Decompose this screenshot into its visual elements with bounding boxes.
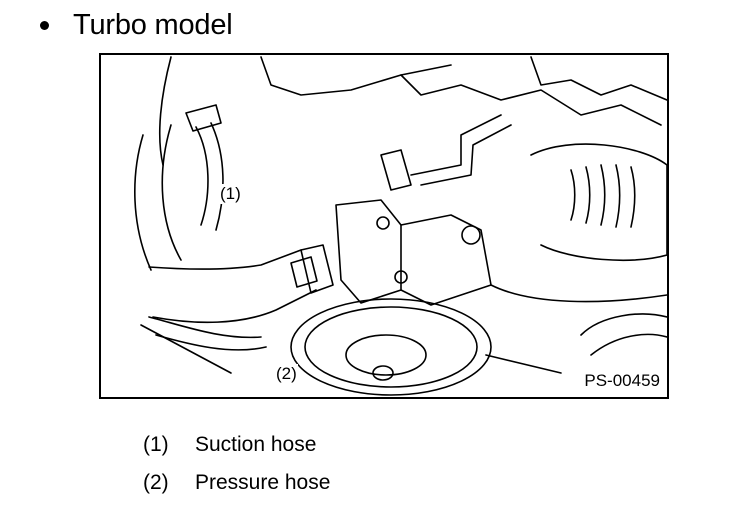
- alternator-fins: [570, 164, 636, 228]
- legend-number: (2): [143, 471, 169, 494]
- bracket-bolt-1: [376, 216, 390, 230]
- pulley-leader: [485, 354, 562, 374]
- hose-fitting-ring: [290, 256, 318, 288]
- intake-clamp-band: [195, 126, 209, 226]
- engine-top-edge: [260, 56, 452, 96]
- pressure-hose-lead: [140, 324, 232, 374]
- legend-label: Suction hose: [195, 433, 317, 456]
- pump-bracket: [335, 199, 402, 304]
- intake-clamp: [185, 104, 222, 132]
- engine-right-block: [530, 56, 667, 101]
- pump-pulley-inner: [345, 334, 427, 376]
- section-heading-text: Turbo model: [73, 9, 233, 41]
- legend-number: (1): [143, 433, 169, 456]
- lower-right-curve-2: [590, 333, 667, 356]
- legend-label: Pressure hose: [195, 471, 331, 494]
- legend-item: (1) Suction hose: [143, 426, 330, 464]
- callout-suction-hose: (1): [219, 184, 242, 204]
- bullet-icon: [40, 20, 49, 30]
- pipe-line-2: [420, 124, 512, 186]
- bracket-arm: [380, 149, 412, 191]
- bracket-bolt-3: [461, 225, 481, 245]
- section-heading: Turbo model: [40, 6, 233, 44]
- engine-upper-outline: [158, 56, 172, 166]
- engine-top-detail: [400, 74, 662, 126]
- hose-fitting: [300, 244, 334, 294]
- figure-id: PS-00459: [583, 371, 661, 391]
- pump-pulley-hub: [372, 365, 394, 381]
- intake-pipe-outer: [134, 134, 152, 271]
- suction-hose-top: [148, 249, 302, 270]
- lower-right-curve: [580, 313, 667, 336]
- suction-hose-bottom: [152, 289, 317, 324]
- pump-pulley-mid: [304, 306, 478, 388]
- pump-pulley-outer: [290, 298, 492, 396]
- pressure-hose-top: [148, 316, 262, 339]
- pipe-line-1: [410, 114, 502, 176]
- lower-block: [490, 284, 667, 303]
- intake-pipe-inner: [161, 124, 182, 261]
- legend: (1) Suction hose (2) Pressure hose: [143, 426, 330, 502]
- engine-illustration: (1) (2) PS-00459: [99, 53, 669, 399]
- bracket-bolt-2: [394, 270, 408, 284]
- alternator-body: [530, 143, 667, 261]
- engine-drawing: [134, 56, 667, 396]
- intake-clamp-band-2: [210, 122, 224, 231]
- legend-item: (2) Pressure hose: [143, 464, 330, 502]
- callout-pressure-hose: (2): [275, 364, 298, 384]
